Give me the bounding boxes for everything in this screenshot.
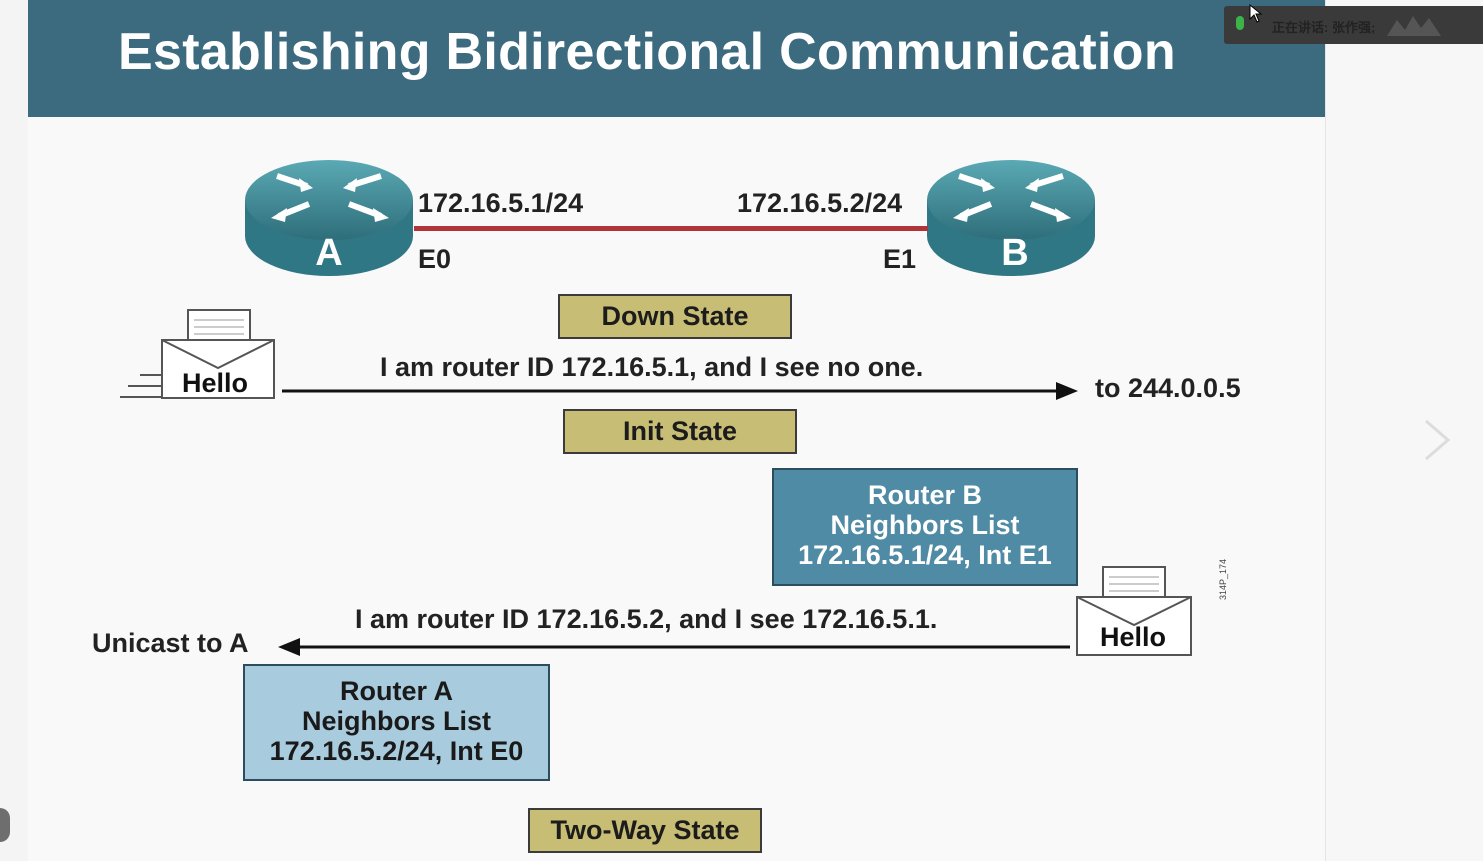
router-b-interface: E1 [883, 244, 917, 274]
figure-code: 314P_174 [1218, 558, 1228, 600]
hello-envelope-icon [1076, 566, 1192, 656]
init-state-label: Init State [563, 409, 797, 454]
down-state-label: Down State [558, 294, 792, 339]
router-a-ip: 172.16.5.1/24 [418, 188, 584, 218]
router-a-neighbors-entry: 172.16.5.2/24, Int E0 [269, 736, 524, 766]
unicast-arrow [278, 638, 1070, 656]
router-b-icon [927, 160, 1095, 276]
hello1-message: I am router ID 172.16.5.1, and I see no … [380, 352, 924, 382]
hello2-message: I am router ID 172.16.5.2, and I see 172… [355, 604, 938, 634]
router-b-neighbors-subtitle: Neighbors List [830, 510, 1020, 540]
microphone-icon [1236, 16, 1244, 30]
title-bar [28, 0, 1325, 117]
router-b-neighbors-entry: 172.16.5.1/24, Int E1 [798, 540, 1052, 570]
hello2-destination: Unicast to A [92, 628, 249, 658]
avatar [1387, 16, 1441, 36]
scroll-handle[interactable] [0, 808, 10, 842]
router-b-ip: 172.16.5.2/24 [737, 188, 903, 218]
hello1-label: Hello [182, 368, 249, 398]
mouse-cursor-icon [1249, 4, 1263, 23]
next-slide-icon[interactable] [1418, 415, 1458, 465]
router-b-neighbors-title: Router B [868, 480, 982, 510]
two-way-state-label: Two-Way State [528, 808, 762, 853]
link-line [414, 226, 928, 231]
router-b-label: B [1001, 232, 1029, 274]
hello2-label: Hello [1100, 622, 1167, 652]
router-a-interface: E0 [418, 244, 452, 274]
side-panel [1325, 0, 1483, 861]
router-a-neighbors-title: Router A [340, 676, 453, 706]
multicast-arrow [282, 382, 1078, 400]
speaker-indicator: 正在讲话: 张作强; [1224, 6, 1483, 44]
speaker-text: 正在讲话: 张作强; [1272, 20, 1376, 35]
router-a-neighbors-list: Router A Neighbors List 172.16.5.2/24, I… [243, 664, 550, 781]
slide-title: Establishing Bidirectional Communication [118, 23, 1176, 81]
router-b-neighbors-list: Router B Neighbors List 172.16.5.1/24, I… [772, 468, 1078, 586]
router-a-icon [245, 160, 413, 276]
router-a-neighbors-subtitle: Neighbors List [301, 706, 491, 736]
hello-envelope-icon [120, 309, 275, 399]
router-a-label: A [315, 232, 343, 274]
hello1-destination: to 244.0.0.5 [1095, 373, 1241, 403]
